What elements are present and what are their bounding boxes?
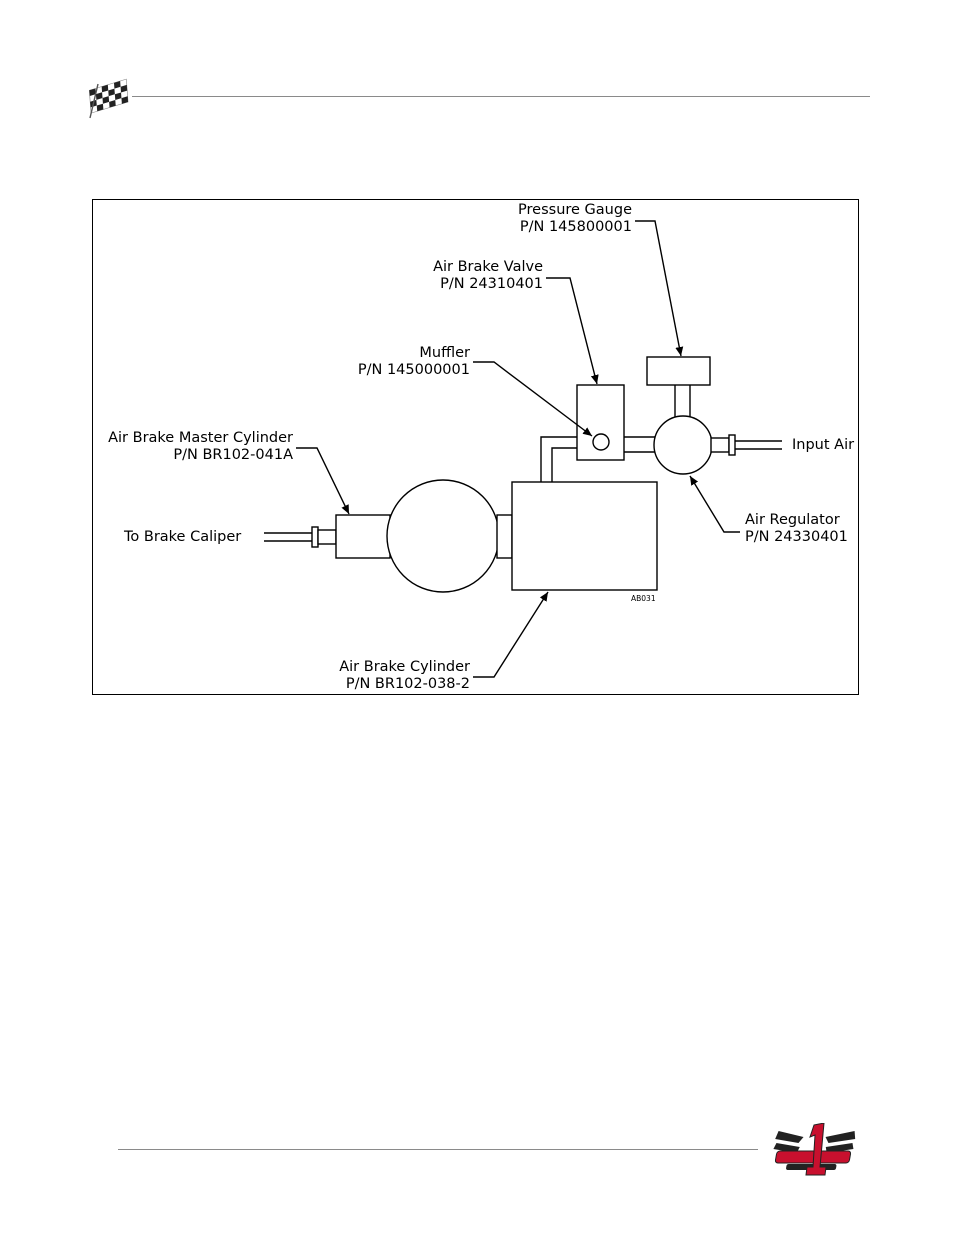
master-cylinder-label: Air Brake Master Cylinder P/N BR102-041A <box>108 430 293 464</box>
footer-rule <box>118 1149 758 1150</box>
input-air-line <box>711 435 782 455</box>
figure-code: AB031 <box>631 594 656 603</box>
pressure-gauge-body <box>647 357 710 385</box>
air-tube-inner <box>552 448 577 482</box>
air-brake-valve-label: Air Brake Valve P/N 24310401 <box>433 259 543 293</box>
air-brake-cylinder-label: Air Brake Cylinder P/N BR102-038-2 <box>339 659 470 693</box>
air-tube-outer <box>541 437 577 482</box>
leader-air-regulator <box>690 476 740 532</box>
muffler-label: Muffler P/N 145000001 <box>358 345 470 379</box>
leader-air-brake-cylinder <box>473 592 548 677</box>
air-regulator-name: Air Regulator <box>745 512 848 529</box>
leader-air-brake-valve <box>546 278 597 384</box>
pressure-gauge-label: Pressure Gauge P/N 145800001 <box>518 202 632 236</box>
to-brake-caliper-label: To Brake Caliper <box>124 529 241 546</box>
master-cylinder-pn: P/N BR102-041A <box>108 447 293 464</box>
leader-master-cylinder <box>296 448 349 514</box>
muffler-name: Muffler <box>358 345 470 362</box>
master-cylinder-body <box>336 515 390 558</box>
pressure-gauge-name: Pressure Gauge <box>518 202 632 219</box>
air-regulator-body <box>654 416 712 474</box>
dynojet-logo-icon <box>766 1123 866 1179</box>
air-brake-valve-pn: P/N 24310401 <box>433 276 543 293</box>
air-brake-cylinder-body <box>512 482 657 590</box>
muffler-port <box>593 434 609 450</box>
leader-pressure-gauge <box>635 221 681 356</box>
air-brake-cylinder-name: Air Brake Cylinder <box>339 659 470 676</box>
muffler-pn: P/N 145000001 <box>358 362 470 379</box>
air-brake-cylinder-pn: P/N BR102-038-2 <box>339 676 470 693</box>
air-regulator-label: Air Regulator P/N 24330401 <box>745 512 848 546</box>
leader-muffler <box>473 362 592 436</box>
master-cylinder-name: Air Brake Master Cylinder <box>108 430 293 447</box>
caliper-line <box>264 527 336 547</box>
master-cylinder-reservoir <box>387 480 499 592</box>
air-regulator-pn: P/N 24330401 <box>745 529 848 546</box>
input-air-label: Input Air <box>792 437 854 454</box>
air-brake-valve-name: Air Brake Valve <box>433 259 543 276</box>
pressure-gauge-pn: P/N 145800001 <box>518 219 632 236</box>
cylinder-connector <box>497 515 512 558</box>
